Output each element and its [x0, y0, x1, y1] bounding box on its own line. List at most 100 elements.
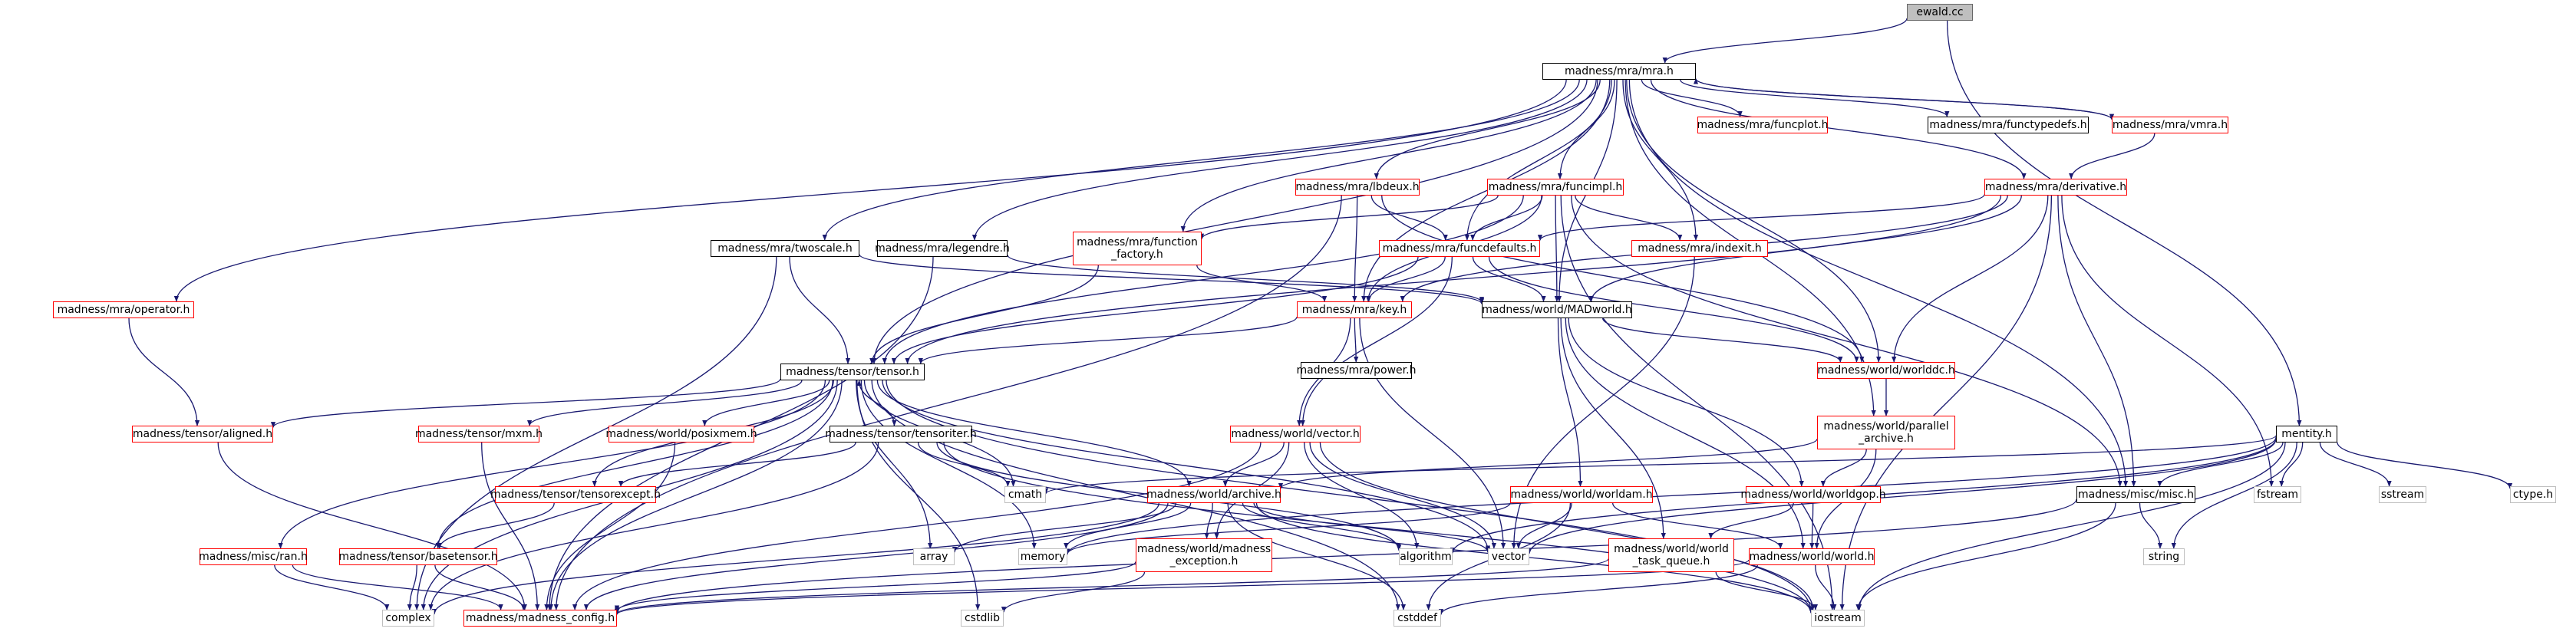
edge-archive-to-algorithm [1242, 502, 1402, 550]
node-cstddef: cstddef [1394, 610, 1441, 627]
edge-tensoriter-to-cmath [917, 442, 1011, 487]
edge-misc-to-iostream [1855, 502, 2116, 610]
edge-ewald-to-mra [1662, 18, 1908, 64]
node-key[interactable]: madness/mra/key.h [1297, 301, 1412, 318]
edge-archive-to-vector [1253, 502, 1491, 554]
edge-funcimpl-to-funcdefaults [1470, 195, 1543, 241]
edge-vector-h-to-algorithm [1304, 442, 1420, 549]
node-madness-exception[interactable]: madness/world/madness _exception.h [1136, 538, 1272, 572]
edge-tensor-to-madness-config [548, 380, 843, 610]
edge-tensor-to-basetensor [435, 380, 833, 549]
node-sstream: sstream [2379, 486, 2426, 503]
edge-funcimpl-to-tensor [882, 195, 1524, 364]
edge-function-factory-to-tensor [869, 265, 1099, 364]
node-archive[interactable]: madness/world/archive.h [1146, 486, 1281, 503]
node-world[interactable]: madness/world/world.h [1749, 548, 1875, 565]
node-misc[interactable]: madness/misc/misc.h [2076, 486, 2195, 503]
edge-tensor-to-vector [882, 380, 1491, 552]
edge-mra-to-function-factory [1180, 79, 1597, 232]
edge-mentity-to-cmath [1044, 435, 2277, 495]
node-ctype: ctype.h [2510, 486, 2556, 503]
node-vector-h[interactable]: madness/world/vector.h [1230, 426, 1361, 443]
node-mra[interactable]: madness/mra/mra.h [1542, 63, 1696, 80]
node-madworld[interactable]: madness/world/MADworld.h [1482, 301, 1632, 318]
edge-tensor-to-memory [860, 380, 1037, 549]
edge-funcimpl-to-function-factory [1199, 195, 1499, 240]
edge-parallel-archive-to-worldgop [1820, 449, 1867, 487]
edge-mra-to-lbdeux [1374, 79, 1601, 179]
edge-tensor-to-aligned [271, 378, 781, 428]
edge-funcimpl-to-indexit [1575, 195, 1683, 241]
node-parallel-archive[interactable]: madness/world/parallel _archive.h [1817, 416, 1955, 449]
edge-misc-to-string [2139, 502, 2163, 549]
edge-madness-exception-to-madness-config [615, 561, 1136, 612]
node-derivative[interactable]: madness/mra/derivative.h [1984, 179, 2127, 196]
node-cstdlib: cstdlib [961, 610, 1004, 627]
edge-funcdefaults-to-tensor [891, 256, 1419, 364]
edge-vector-h-to-iostream [1319, 442, 1816, 610]
node-ewald[interactable]: ewald.cc [1907, 4, 1973, 21]
edge-tensoriter-to-iostream [943, 442, 1814, 614]
node-posixmem[interactable]: madness/world/posixmem.h [605, 426, 757, 443]
edge-derivative-to-tensor [905, 195, 2002, 364]
edge-mra-to-misc [1628, 79, 2129, 487]
edge-madworld-to-worlddc [1602, 318, 1843, 363]
node-string: string [2143, 548, 2185, 565]
node-twoscale[interactable]: madness/mra/twoscale.h [711, 240, 859, 257]
edge-tensoriter-to-complex [428, 442, 879, 610]
node-tensoriter[interactable]: madness/tensor/tensoriter.h [825, 426, 977, 443]
edge-worldgop-to-world-task-queue [1708, 502, 1794, 539]
edge-lbdeux-to-worlddc [1381, 195, 1865, 363]
edge-mentity-to-iostream [1856, 442, 2286, 610]
node-indexit[interactable]: madness/mra/indexit.h [1631, 240, 1768, 257]
edge-operator-to-aligned [128, 318, 200, 426]
node-fstream: fstream [2254, 486, 2301, 503]
edge-vmra-to-derivative [2069, 133, 2155, 179]
node-tensor[interactable]: madness/tensor/tensor.h [780, 364, 925, 380]
edge-mra-to-funcdefaults [1464, 79, 1612, 241]
edge-madworld-to-worldam [1557, 318, 1583, 487]
node-funcimpl[interactable]: madness/mra/funcimpl.h [1487, 179, 1624, 196]
node-madness-config[interactable]: madness/madness_config.h [463, 610, 617, 627]
edge-derivative-to-funcdefaults [1538, 194, 1985, 241]
node-world-task-queue[interactable]: madness/world/world _task_queue.h [1608, 538, 1734, 572]
node-worlddc[interactable]: madness/world/worlddc.h [1817, 362, 1955, 379]
edge-derivative-to-worlddc [1892, 195, 2049, 363]
edge-mentity-to-vector [1526, 439, 2277, 554]
node-tensorexcept[interactable]: madness/tensor/tensorexcept.h [490, 486, 661, 503]
node-funcplot[interactable]: madness/mra/funcplot.h [1697, 117, 1829, 133]
node-legendre[interactable]: madness/mra/legendre.h [875, 240, 1010, 257]
node-operator[interactable]: madness/mra/operator.h [53, 301, 194, 318]
edge-basetensor-to-complex [407, 564, 417, 610]
edge-mra-to-worlddc [1626, 79, 1882, 363]
edge-vmra-to-mra [1694, 77, 2113, 120]
edge-worldam-to-memory [1065, 502, 1511, 555]
node-funcdefaults[interactable]: madness/mra/funcdefaults.h [1379, 240, 1540, 257]
edge-madworld-to-worldgop [1568, 318, 1804, 487]
edge-archive-to-complex [431, 502, 1159, 615]
edge-mentity-to-sstream [2319, 442, 2392, 487]
node-iostream: iostream [1811, 610, 1865, 627]
node-functypedefs[interactable]: madness/mra/functypedefs.h [1928, 117, 2089, 133]
edge-mra-to-key [1361, 79, 1611, 302]
edge-tensor-to-cstddef [871, 380, 1400, 610]
edge-lbdeux-to-funcdefaults [1370, 195, 1448, 241]
node-worldgop[interactable]: madness/world/worldgop.h [1740, 486, 1886, 503]
edge-function-factory-to-key [1196, 265, 1328, 302]
edge-archive-to-madness-config [583, 502, 1169, 610]
edge-worldam-to-world [1612, 502, 1783, 549]
edge-mra-to-operator [173, 79, 1567, 302]
node-vmra[interactable]: madness/mra/vmra.h [2112, 117, 2228, 133]
node-lbdeux[interactable]: madness/mra/lbdeux.h [1295, 179, 1420, 196]
node-mentity[interactable]: mentity.h [2276, 426, 2337, 443]
node-basetensor[interactable]: madness/tensor/basetensor.h [338, 548, 498, 565]
node-power[interactable]: madness/mra/power.h [1297, 362, 1416, 379]
node-function-factory[interactable]: madness/mra/function _factory.h [1073, 232, 1202, 265]
node-worldam[interactable]: madness/world/worldam.h [1510, 486, 1653, 503]
node-aligned[interactable]: madness/tensor/aligned.h [132, 426, 273, 443]
node-ran[interactable]: madness/misc/ran.h [199, 548, 308, 565]
node-mxm[interactable]: madness/tensor/mxm.h [415, 426, 543, 443]
edge-archive-to-iostream [1255, 502, 1814, 614]
edge-lbdeux-to-key [1352, 195, 1358, 302]
